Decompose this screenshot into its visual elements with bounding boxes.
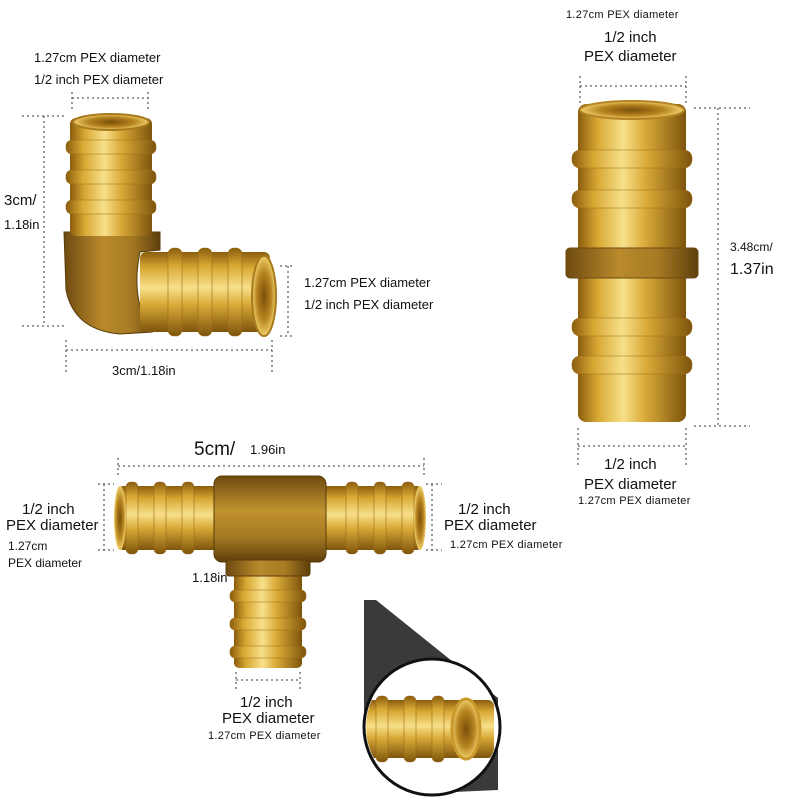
elbow-top-metric-label: 1.27cm PEX diameter <box>34 50 161 65</box>
elbow-vertical-barb <box>65 113 157 236</box>
tee-bottom-barb <box>229 556 307 668</box>
elbow-side-metric-label: 1.27cm PEX diameter <box>304 275 431 290</box>
tee-bottom-line2-label: PEX diameter <box>222 710 315 727</box>
tee-fitting <box>114 475 426 668</box>
tee-width-imperial-label: 1.96in <box>250 442 286 457</box>
coupling-top-line2-label: PEX diameter <box>584 48 677 65</box>
coupling-length-metric-label: 3.48cm/ <box>730 240 773 254</box>
elbow-dimension-lines <box>22 92 292 372</box>
tee-left-metric2-label: PEX diameter <box>8 556 83 570</box>
tee-left-line1-label: 1/2 inch <box>22 501 75 518</box>
tee-right-line2-label: PEX diameter <box>444 517 537 534</box>
tee-left-metric1-label: 1.27cm <box>8 539 48 553</box>
elbow-width-label: 3cm/1.18in <box>112 363 176 378</box>
tee-right-barb <box>312 481 426 555</box>
coupling-bottom-metric-label: 1.27cm PEX diameter <box>578 495 691 507</box>
tee-bottom-line1-label: 1/2 inch <box>240 694 293 711</box>
elbow-top-imperial-label: 1/2 inch PEX diameter <box>34 72 164 87</box>
coupling-fitting <box>565 100 699 422</box>
tee-right-line1-label: 1/2 inch <box>458 501 511 518</box>
elbow-horizontal-barb <box>140 247 277 337</box>
tee-bottom-metric-label: 1.27cm PEX diameter <box>208 730 321 742</box>
coupling-bottom-line2-label: PEX diameter <box>584 476 677 493</box>
elbow-side-imperial-label: 1/2 inch PEX diameter <box>304 297 434 312</box>
tee-width-metric-label: 5cm/ <box>194 439 236 460</box>
tee-dimension-lines <box>98 458 442 690</box>
tee-right-metric-label: 1.27cm PEX diameter <box>450 539 563 551</box>
coupling-top-metric-label: 1.27cm PEX diameter <box>566 9 679 21</box>
elbow-fitting <box>63 113 277 337</box>
zoom-detail <box>362 600 502 797</box>
elbow-height-imperial-label: 1.18in <box>4 217 40 232</box>
tee-body <box>213 475 327 563</box>
elbow-height-metric-label: 3cm/ <box>4 192 37 209</box>
coupling-dimension-lines <box>577 76 750 466</box>
tee-height-label: 1.18in <box>192 570 228 585</box>
coupling-length-imperial-label: 1.37in <box>730 261 774 278</box>
coupling-top-line1-label: 1/2 inch <box>604 29 657 46</box>
coupling-bottom-line1-label: 1/2 inch <box>604 456 657 473</box>
tee-left-line2-label: PEX diameter <box>6 517 99 534</box>
tee-left-barb <box>114 481 228 555</box>
